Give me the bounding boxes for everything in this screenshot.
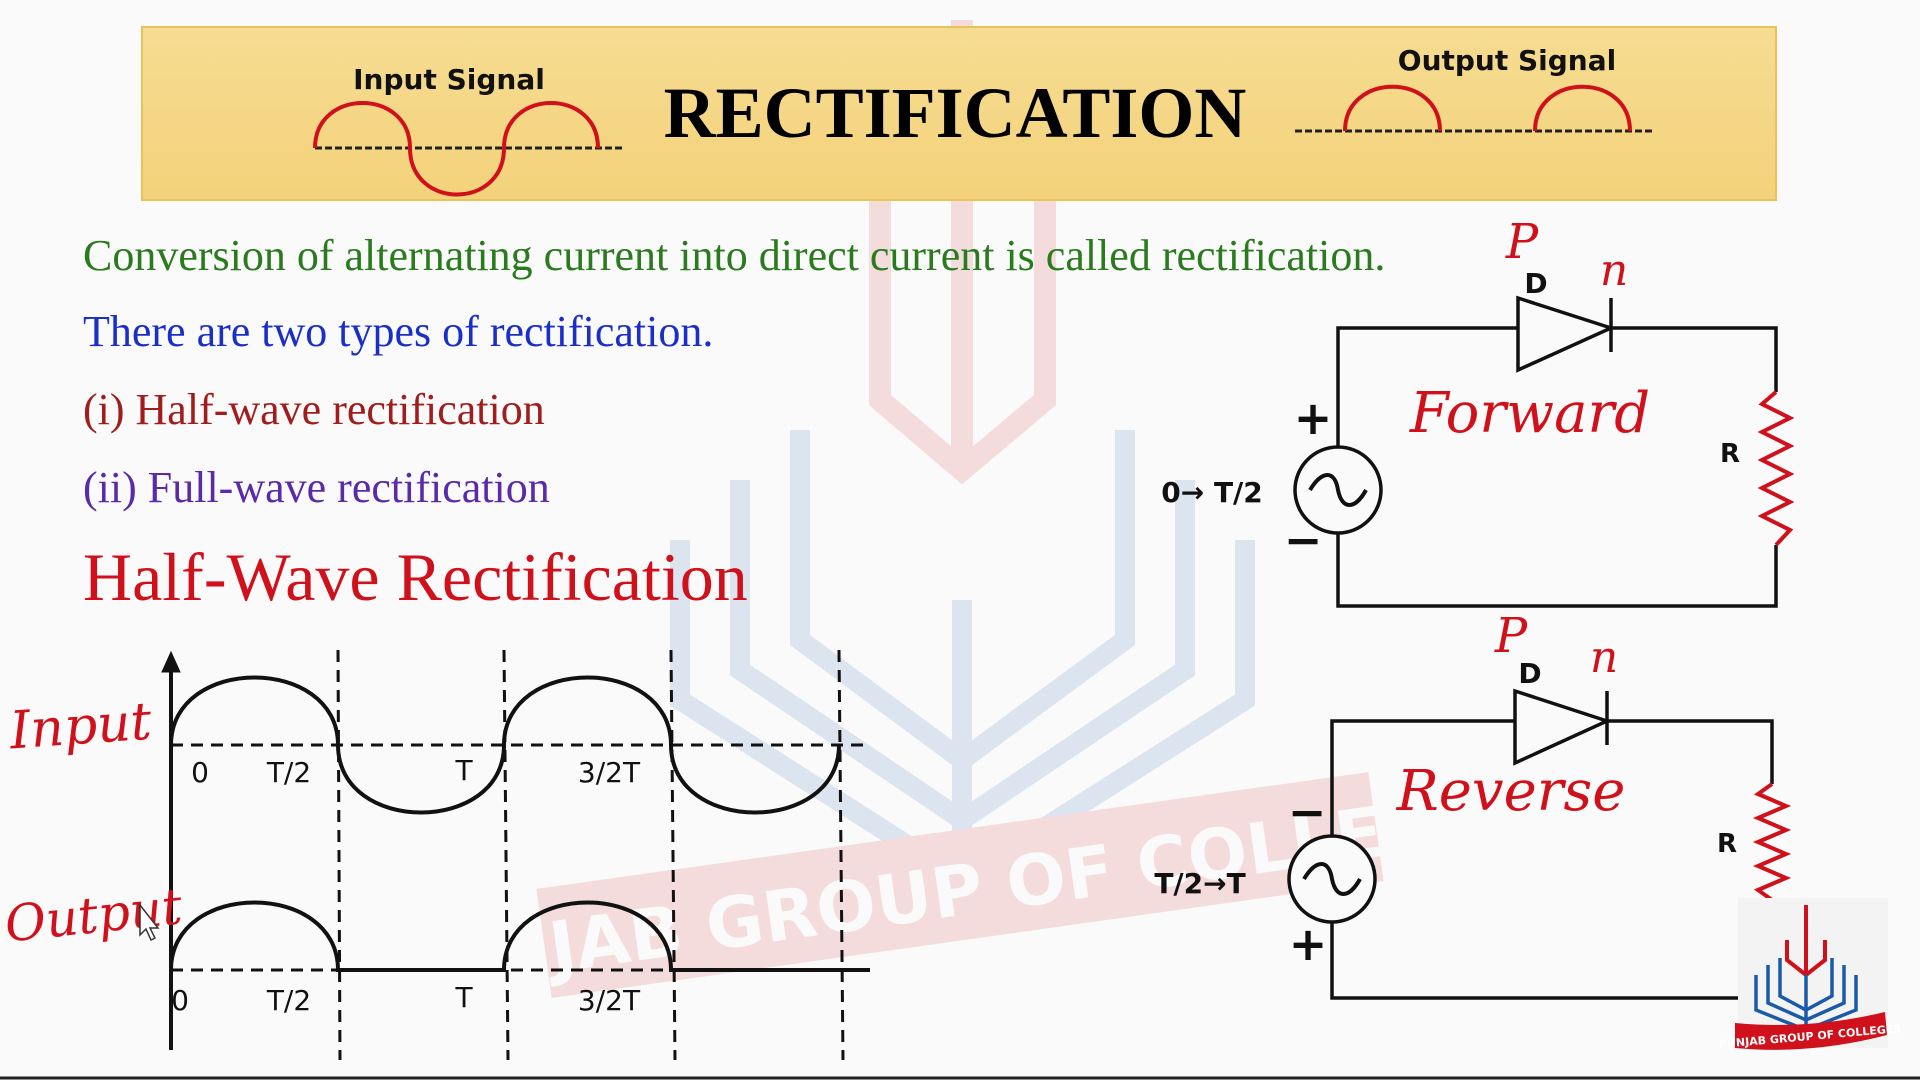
tick-label: 0 xyxy=(191,756,209,789)
minus-sign: − xyxy=(1284,513,1323,567)
resistor-icon xyxy=(1752,782,1792,902)
tick-label: 3/2T xyxy=(578,756,641,789)
diode-label: D xyxy=(1518,657,1541,690)
input-annotation: Input xyxy=(7,692,154,762)
mouse-cursor-icon xyxy=(139,902,160,942)
interval-label: 0→ T/2 xyxy=(1161,476,1263,509)
minus-sign: − xyxy=(1288,785,1327,839)
plus-sign: + xyxy=(1289,917,1328,971)
p-annotation: P xyxy=(1505,214,1539,270)
resistor-label: R xyxy=(1717,829,1737,859)
waveform-graph xyxy=(161,649,870,1061)
resistor-icon xyxy=(1757,390,1795,547)
p-annotation: P xyxy=(1494,608,1528,664)
interval-label: T/2→T xyxy=(1154,867,1245,900)
input-signal-label: Input Signal xyxy=(353,63,545,96)
college-logo: PUNJAB GROUP OF COLLEGES xyxy=(1719,898,1902,1051)
tick-label: 0 xyxy=(171,984,189,1017)
title-banner: Input Signal RECTIFICATION Output Signal xyxy=(141,26,1777,201)
tick-label: T/2 xyxy=(266,984,311,1017)
types-intro-text: There are two types of rectification. xyxy=(83,307,713,356)
section-heading: Half-Wave Rectification xyxy=(83,539,748,615)
type-full-wave: (ii) Full-wave rectification xyxy=(83,463,550,512)
resistor-label: R xyxy=(1720,439,1740,469)
diode-icon xyxy=(1516,295,1616,373)
forward-annotation: Forward xyxy=(1409,381,1650,446)
tick-label: T xyxy=(454,754,473,787)
definition-text: Conversion of alternating current into d… xyxy=(83,231,1385,280)
n-annotation: n xyxy=(1600,245,1628,296)
input-ticks: 0 T/2 T 3/2T xyxy=(191,754,641,789)
tick-label: T xyxy=(454,981,473,1014)
diode-label: D xyxy=(1524,267,1547,300)
output-signal-label: Output Signal xyxy=(1398,44,1616,77)
output-ticks: 0 T/2 T 3/2T xyxy=(171,981,641,1017)
reverse-annotation: Reverse xyxy=(1396,759,1626,824)
plus-sign: + xyxy=(1294,391,1333,445)
tick-label: T/2 xyxy=(266,756,311,789)
reverse-circuit: − + T/2→T R D P n Reverse xyxy=(1154,608,1792,1000)
forward-circuit: + − 0→ T/2 R D P n Forward xyxy=(1161,214,1795,608)
output-halfwave-icon xyxy=(1343,84,1632,132)
output-waveform xyxy=(169,900,870,972)
input-sine-icon xyxy=(313,101,600,197)
n-annotation: n xyxy=(1590,632,1618,683)
type-half-wave: (i) Half-wave rectification xyxy=(83,385,545,434)
output-annotation: Output xyxy=(2,877,186,953)
tick-label: 3/2T xyxy=(578,984,641,1017)
input-waveform xyxy=(169,675,841,815)
page-title: RECTIFICATION xyxy=(664,73,1247,153)
diode-icon xyxy=(1513,688,1612,766)
